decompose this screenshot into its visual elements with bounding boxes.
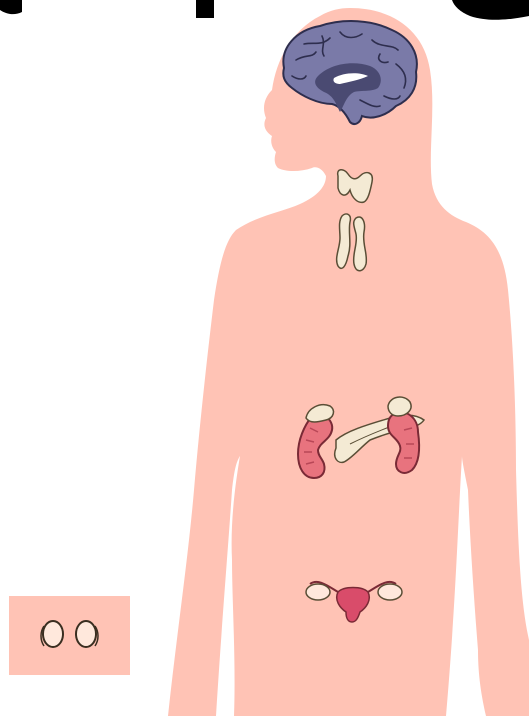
- cropped-top-lettering: [0, 0, 529, 20]
- testes-inset: [9, 596, 130, 675]
- left-ovary-icon: [306, 584, 330, 600]
- right-ovary-icon: [378, 584, 402, 600]
